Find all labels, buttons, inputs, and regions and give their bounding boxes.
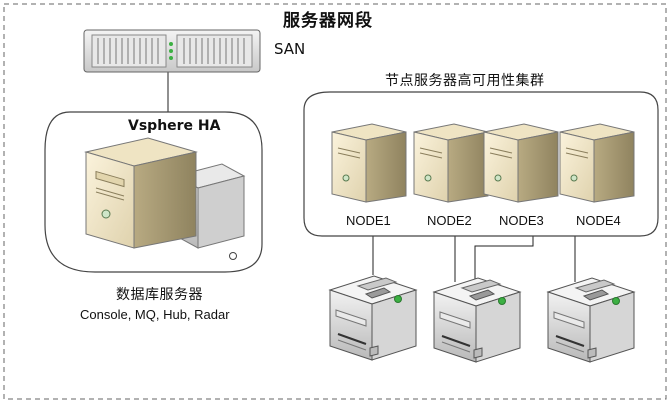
printer-1-icon xyxy=(328,275,418,361)
node4-server-icon xyxy=(559,123,635,203)
san-label: SAN xyxy=(274,40,306,58)
node-label-3: NODE3 xyxy=(499,213,544,228)
cluster-title: 节点服务器高可用性集群 xyxy=(385,73,545,89)
san-storage-array xyxy=(83,29,261,73)
database-server-icon xyxy=(84,137,198,249)
node2-server-icon xyxy=(413,123,489,203)
db-server-services: Console, MQ, Hub, Radar xyxy=(80,307,230,322)
ha-container-dot xyxy=(229,252,237,260)
node-label-4: NODE4 xyxy=(576,213,621,228)
printer-2-icon xyxy=(432,277,522,363)
node-label-1: NODE1 xyxy=(346,213,391,228)
node-server-icons xyxy=(331,123,635,203)
node-printer-links xyxy=(372,230,576,282)
printer-icons xyxy=(328,275,636,363)
node3-server-icon xyxy=(483,123,559,203)
node1-server-icon xyxy=(331,123,407,203)
node-label-2: NODE2 xyxy=(427,213,472,228)
network-segment-frame xyxy=(3,3,667,400)
vsphere-ha-label: Vsphere HA xyxy=(128,118,221,134)
printer-3-icon xyxy=(546,277,636,363)
diagram-title: 服务器网段 xyxy=(283,11,373,31)
db-server-label: 数据库服务器 xyxy=(116,287,203,303)
